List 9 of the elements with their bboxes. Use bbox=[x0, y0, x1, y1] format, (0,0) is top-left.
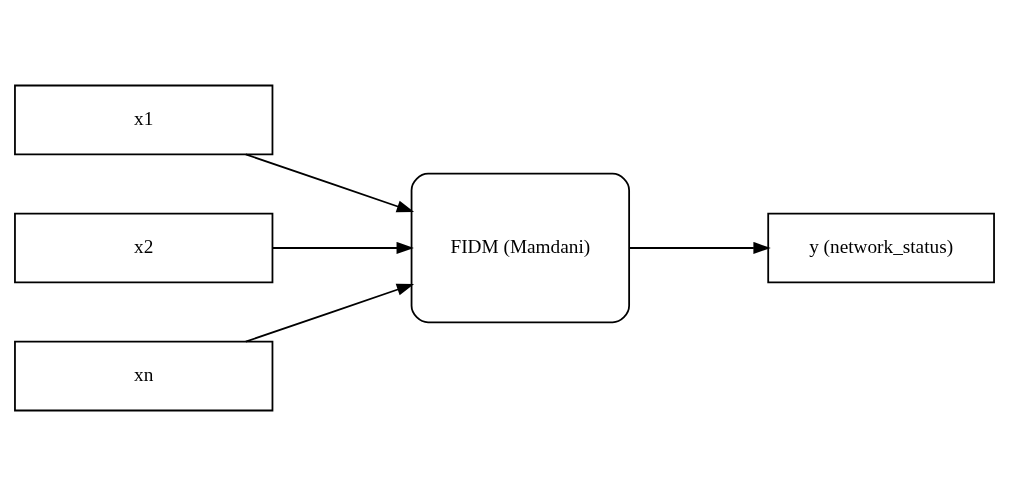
arrow bbox=[271, 241, 414, 254]
node-box: FIDM (Mamdani) bbox=[410, 172, 630, 323]
node-box: x1 bbox=[14, 84, 274, 155]
node-box: x2 bbox=[14, 212, 274, 283]
node-box: xn bbox=[14, 340, 274, 411]
arrow bbox=[244, 153, 415, 212]
arrow bbox=[628, 241, 771, 254]
node-box: y (network_status) bbox=[767, 212, 995, 283]
arrow bbox=[244, 283, 415, 342]
